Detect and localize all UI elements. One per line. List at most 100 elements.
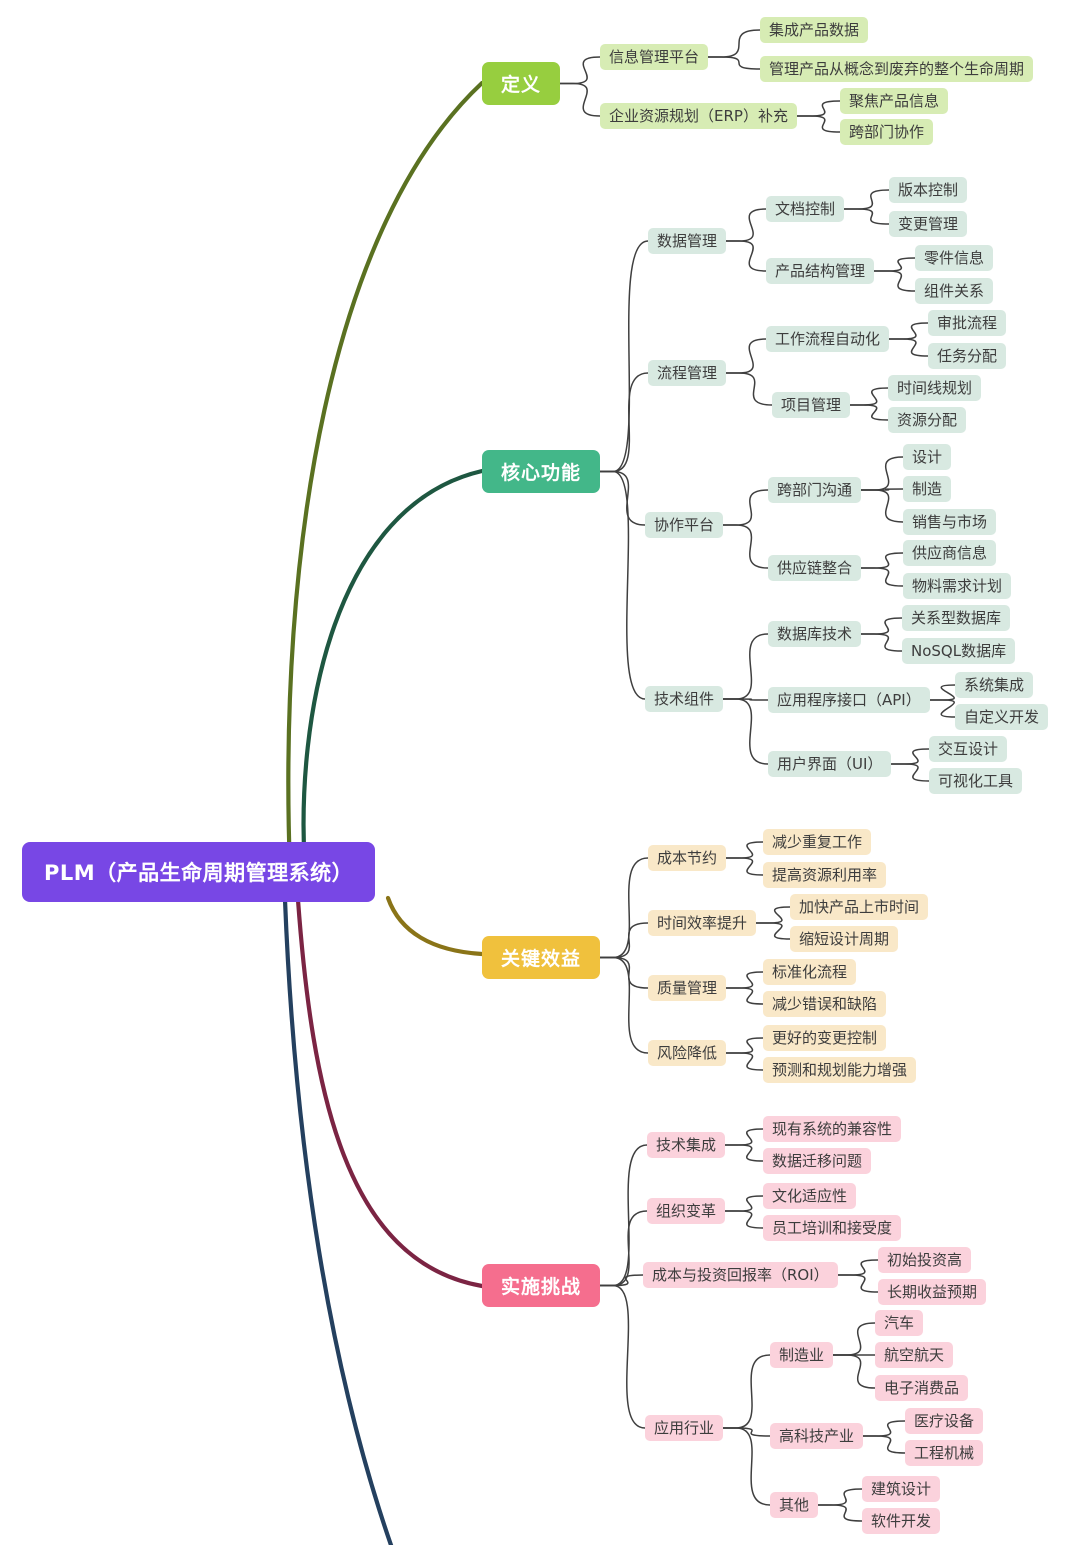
node-resource-utilization[interactable]: 提高资源利用率 <box>763 862 887 888</box>
edge-line <box>843 208 890 225</box>
edge-line <box>890 763 930 782</box>
edge-line <box>860 489 904 523</box>
edge-line <box>725 987 764 1005</box>
edge-line <box>796 115 841 133</box>
node-engineering-machinery[interactable]: 工程机械 <box>905 1440 984 1466</box>
node-tech-components[interactable]: 技术组件 <box>645 686 724 712</box>
node-task-assignment[interactable]: 任务分配 <box>928 343 1007 369</box>
node-automotive[interactable]: 汽车 <box>875 1310 924 1336</box>
node-visualization-tools[interactable]: 可视化工具 <box>929 768 1023 794</box>
node-change-management[interactable]: 变更管理 <box>889 211 968 237</box>
node-database-tech[interactable]: 数据库技术 <box>768 621 862 647</box>
node-supplier-info[interactable]: 供应商信息 <box>903 540 997 566</box>
node-forecast-planning[interactable]: 预测和规划能力增强 <box>763 1057 917 1083</box>
node-standardized-process[interactable]: 标准化流程 <box>763 959 857 985</box>
node-tech-integration[interactable]: 技术集成 <box>647 1132 726 1158</box>
node-sales-marketing[interactable]: 销售与市场 <box>903 509 997 535</box>
trunk-curve-benefits <box>385 895 485 957</box>
node-time-efficiency[interactable]: 时间效率提升 <box>648 910 757 936</box>
node-aerospace[interactable]: 航空航天 <box>875 1342 954 1368</box>
trunk-curve-challenges <box>295 897 485 1289</box>
node-design[interactable]: 设计 <box>903 444 952 470</box>
node-medical-devices[interactable]: 医疗设备 <box>905 1408 984 1434</box>
node-product-structure[interactable]: 产品结构管理 <box>766 258 875 284</box>
node-nosql-db[interactable]: NoSQL数据库 <box>902 638 1016 664</box>
branch-definition[interactable]: 定义 <box>482 62 561 105</box>
node-others[interactable]: 其他 <box>770 1492 819 1518</box>
node-component-relations[interactable]: 组件关系 <box>915 278 994 304</box>
edge-line <box>722 1354 771 1429</box>
edge-line <box>860 567 904 587</box>
edge-line <box>836 1274 879 1293</box>
node-shorter-design-cycle[interactable]: 缩短设计周期 <box>790 926 899 952</box>
node-approval-process[interactable]: 审批流程 <box>928 310 1007 336</box>
branch-benefits[interactable]: 关键效益 <box>482 936 601 979</box>
node-system-integration[interactable]: 系统集成 <box>955 672 1034 698</box>
edge-line <box>890 748 930 765</box>
node-workflow-automation[interactable]: 工作流程自动化 <box>766 326 890 352</box>
node-lifecycle-management[interactable]: 管理产品从概念到废弃的整个生命周期 <box>760 56 1034 82</box>
node-manufacturing-industry[interactable]: 制造业 <box>770 1342 834 1368</box>
node-project-management[interactable]: 项目管理 <box>772 392 851 418</box>
node-fewer-errors[interactable]: 减少错误和缺陷 <box>763 991 887 1017</box>
node-cultural-adaptability[interactable]: 文化适应性 <box>763 1183 857 1209</box>
edge-line <box>860 633 903 652</box>
node-org-change[interactable]: 组织变革 <box>647 1198 726 1224</box>
edge-line <box>725 971 764 989</box>
node-ui[interactable]: 用户界面（UI） <box>768 751 892 777</box>
node-software-development[interactable]: 软件开发 <box>862 1508 941 1534</box>
node-consumer-electronics[interactable]: 电子消费品 <box>875 1375 969 1401</box>
edge-line <box>559 56 601 85</box>
node-resource-allocation[interactable]: 资源分配 <box>888 407 967 433</box>
edge-line <box>724 1128 764 1146</box>
root-node[interactable]: PLM（产品生命周期管理系统） <box>22 842 376 902</box>
edge-line <box>888 322 929 340</box>
edge-line <box>928 684 956 701</box>
node-industries[interactable]: 应用行业 <box>645 1415 724 1441</box>
node-info-platform[interactable]: 信息管理平台 <box>600 44 709 70</box>
node-employee-training[interactable]: 员工培训和接受度 <box>763 1215 902 1241</box>
node-interaction-design[interactable]: 交互设计 <box>929 736 1008 762</box>
node-collaboration-platform[interactable]: 协作平台 <box>645 512 724 538</box>
node-data-management[interactable]: 数据管理 <box>648 228 727 254</box>
node-custom-development[interactable]: 自定义开发 <box>955 704 1049 730</box>
node-api[interactable]: 应用程序接口（API） <box>768 687 930 713</box>
node-erp-supplement[interactable]: 企业资源规划（ERP）补充 <box>600 103 797 129</box>
edge-line <box>725 1037 764 1054</box>
node-part-info[interactable]: 零件信息 <box>915 245 994 271</box>
node-architectural-design[interactable]: 建筑设计 <box>862 1476 941 1502</box>
node-long-term-returns[interactable]: 长期收益预期 <box>878 1279 987 1305</box>
edge-line <box>599 1284 646 1429</box>
edge-line <box>843 189 890 210</box>
node-material-requirements[interactable]: 物料需求计划 <box>903 573 1012 599</box>
node-better-change-control[interactable]: 更好的变更控制 <box>763 1025 887 1051</box>
edge-line <box>599 1144 648 1287</box>
node-hightech-industry[interactable]: 高科技产业 <box>770 1423 864 1449</box>
node-supply-chain[interactable]: 供应链整合 <box>768 555 862 581</box>
node-process-management[interactable]: 流程管理 <box>648 360 727 386</box>
node-risk-reduction[interactable]: 风险降低 <box>648 1040 727 1066</box>
node-relational-db[interactable]: 关系型数据库 <box>902 605 1011 631</box>
node-integrate-product-data[interactable]: 集成产品数据 <box>760 17 869 43</box>
node-cross-dept-communication[interactable]: 跨部门沟通 <box>768 477 862 503</box>
node-faster-time-to-market[interactable]: 加快产品上市时间 <box>790 894 929 920</box>
node-document-control[interactable]: 文档控制 <box>766 196 845 222</box>
edge-line <box>860 617 903 635</box>
node-cost-saving[interactable]: 成本节约 <box>648 845 727 871</box>
node-timeline-planning[interactable]: 时间线规划 <box>888 375 982 401</box>
node-manufacturing[interactable]: 制造 <box>903 476 952 502</box>
edge-line <box>832 1354 876 1389</box>
edge-line <box>836 1259 879 1276</box>
node-version-control[interactable]: 版本控制 <box>889 177 968 203</box>
node-reduce-duplicate-work[interactable]: 减少重复工作 <box>763 829 872 855</box>
node-focus-product-info[interactable]: 聚焦产品信息 <box>840 88 949 114</box>
node-system-compatibility[interactable]: 现有系统的兼容性 <box>763 1116 902 1142</box>
node-cost-roi[interactable]: 成本与投资回报率（ROI） <box>643 1262 838 1288</box>
branch-core-functions[interactable]: 核心功能 <box>482 450 601 493</box>
node-quality-management[interactable]: 质量管理 <box>648 975 727 1001</box>
branch-challenges[interactable]: 实施挑战 <box>482 1264 601 1307</box>
node-high-initial-investment[interactable]: 初始投资高 <box>878 1247 972 1273</box>
node-cross-dept-collab[interactable]: 跨部门协作 <box>840 119 934 145</box>
edge-line <box>873 270 916 292</box>
node-data-migration[interactable]: 数据迁移问题 <box>763 1148 872 1174</box>
